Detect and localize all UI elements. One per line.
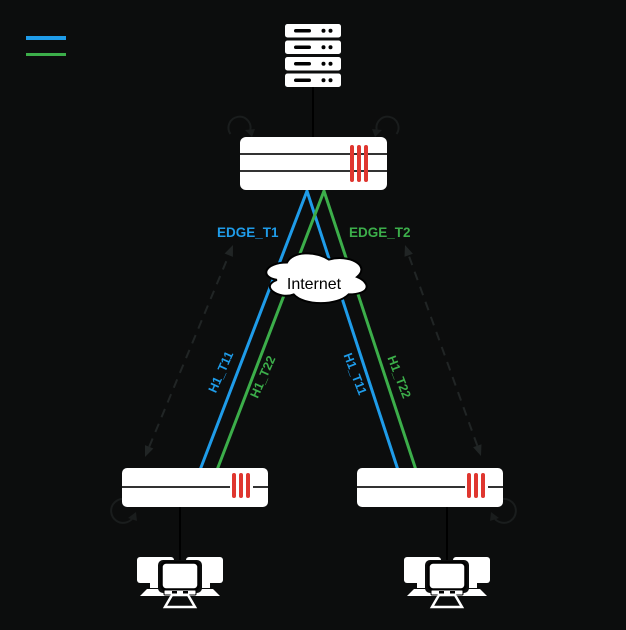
server-slab — [285, 73, 341, 87]
nsx-red-bars-icon — [350, 145, 368, 182]
edge-t2-label: EDGE_T2 — [349, 225, 411, 240]
left-dashed-arrow-up — [224, 245, 233, 257]
switch-stripe — [240, 153, 387, 155]
cloud-icon — [265, 252, 368, 304]
host-switch-left-icon — [122, 468, 268, 507]
edge-t1-label: EDGE_T1 — [217, 225, 279, 240]
edge-t1-uplink — [198, 186, 400, 471]
edge-switch-icon — [240, 137, 387, 190]
workstation-left-icon — [137, 557, 223, 609]
right-switch-loop-arrow — [490, 512, 499, 521]
left-switch-loop-arrow — [128, 512, 137, 521]
edge-switch-loop-left-arrow — [245, 129, 255, 137]
edge-switch-loop-right — [375, 115, 400, 135]
right-dashed-link — [407, 254, 479, 447]
internet-label: Internet — [286, 276, 342, 293]
switch-stripe — [357, 486, 465, 488]
switch-stripe — [122, 486, 230, 488]
server-slab — [285, 24, 341, 38]
legend-swatch-edge-t1 — [26, 36, 66, 40]
switch-stripe — [488, 486, 503, 488]
right-dashed-arrow-up — [404, 245, 413, 257]
server-slab — [285, 57, 341, 71]
left-dashed-link — [148, 254, 230, 448]
nsx-red-bars-icon — [467, 473, 485, 498]
left-dashed-arrow-down — [145, 445, 154, 457]
server-stack-icon — [285, 24, 341, 87]
host-switch-right-icon — [357, 468, 503, 507]
workstation-right-icon — [404, 557, 490, 609]
right-dashed-arrow-down — [473, 444, 482, 456]
switch-stripe — [240, 170, 387, 172]
nsx-red-bars-icon — [232, 473, 250, 498]
server-slab — [285, 40, 341, 54]
legend-swatch-edge-t2 — [26, 53, 66, 56]
internet-cloud — [259, 246, 371, 308]
edge-t2-uplink — [215, 186, 418, 471]
edge-switch-loop-left — [227, 115, 252, 135]
switch-stripe — [253, 486, 268, 488]
edge-switch-loop-right-arrow — [372, 129, 382, 137]
